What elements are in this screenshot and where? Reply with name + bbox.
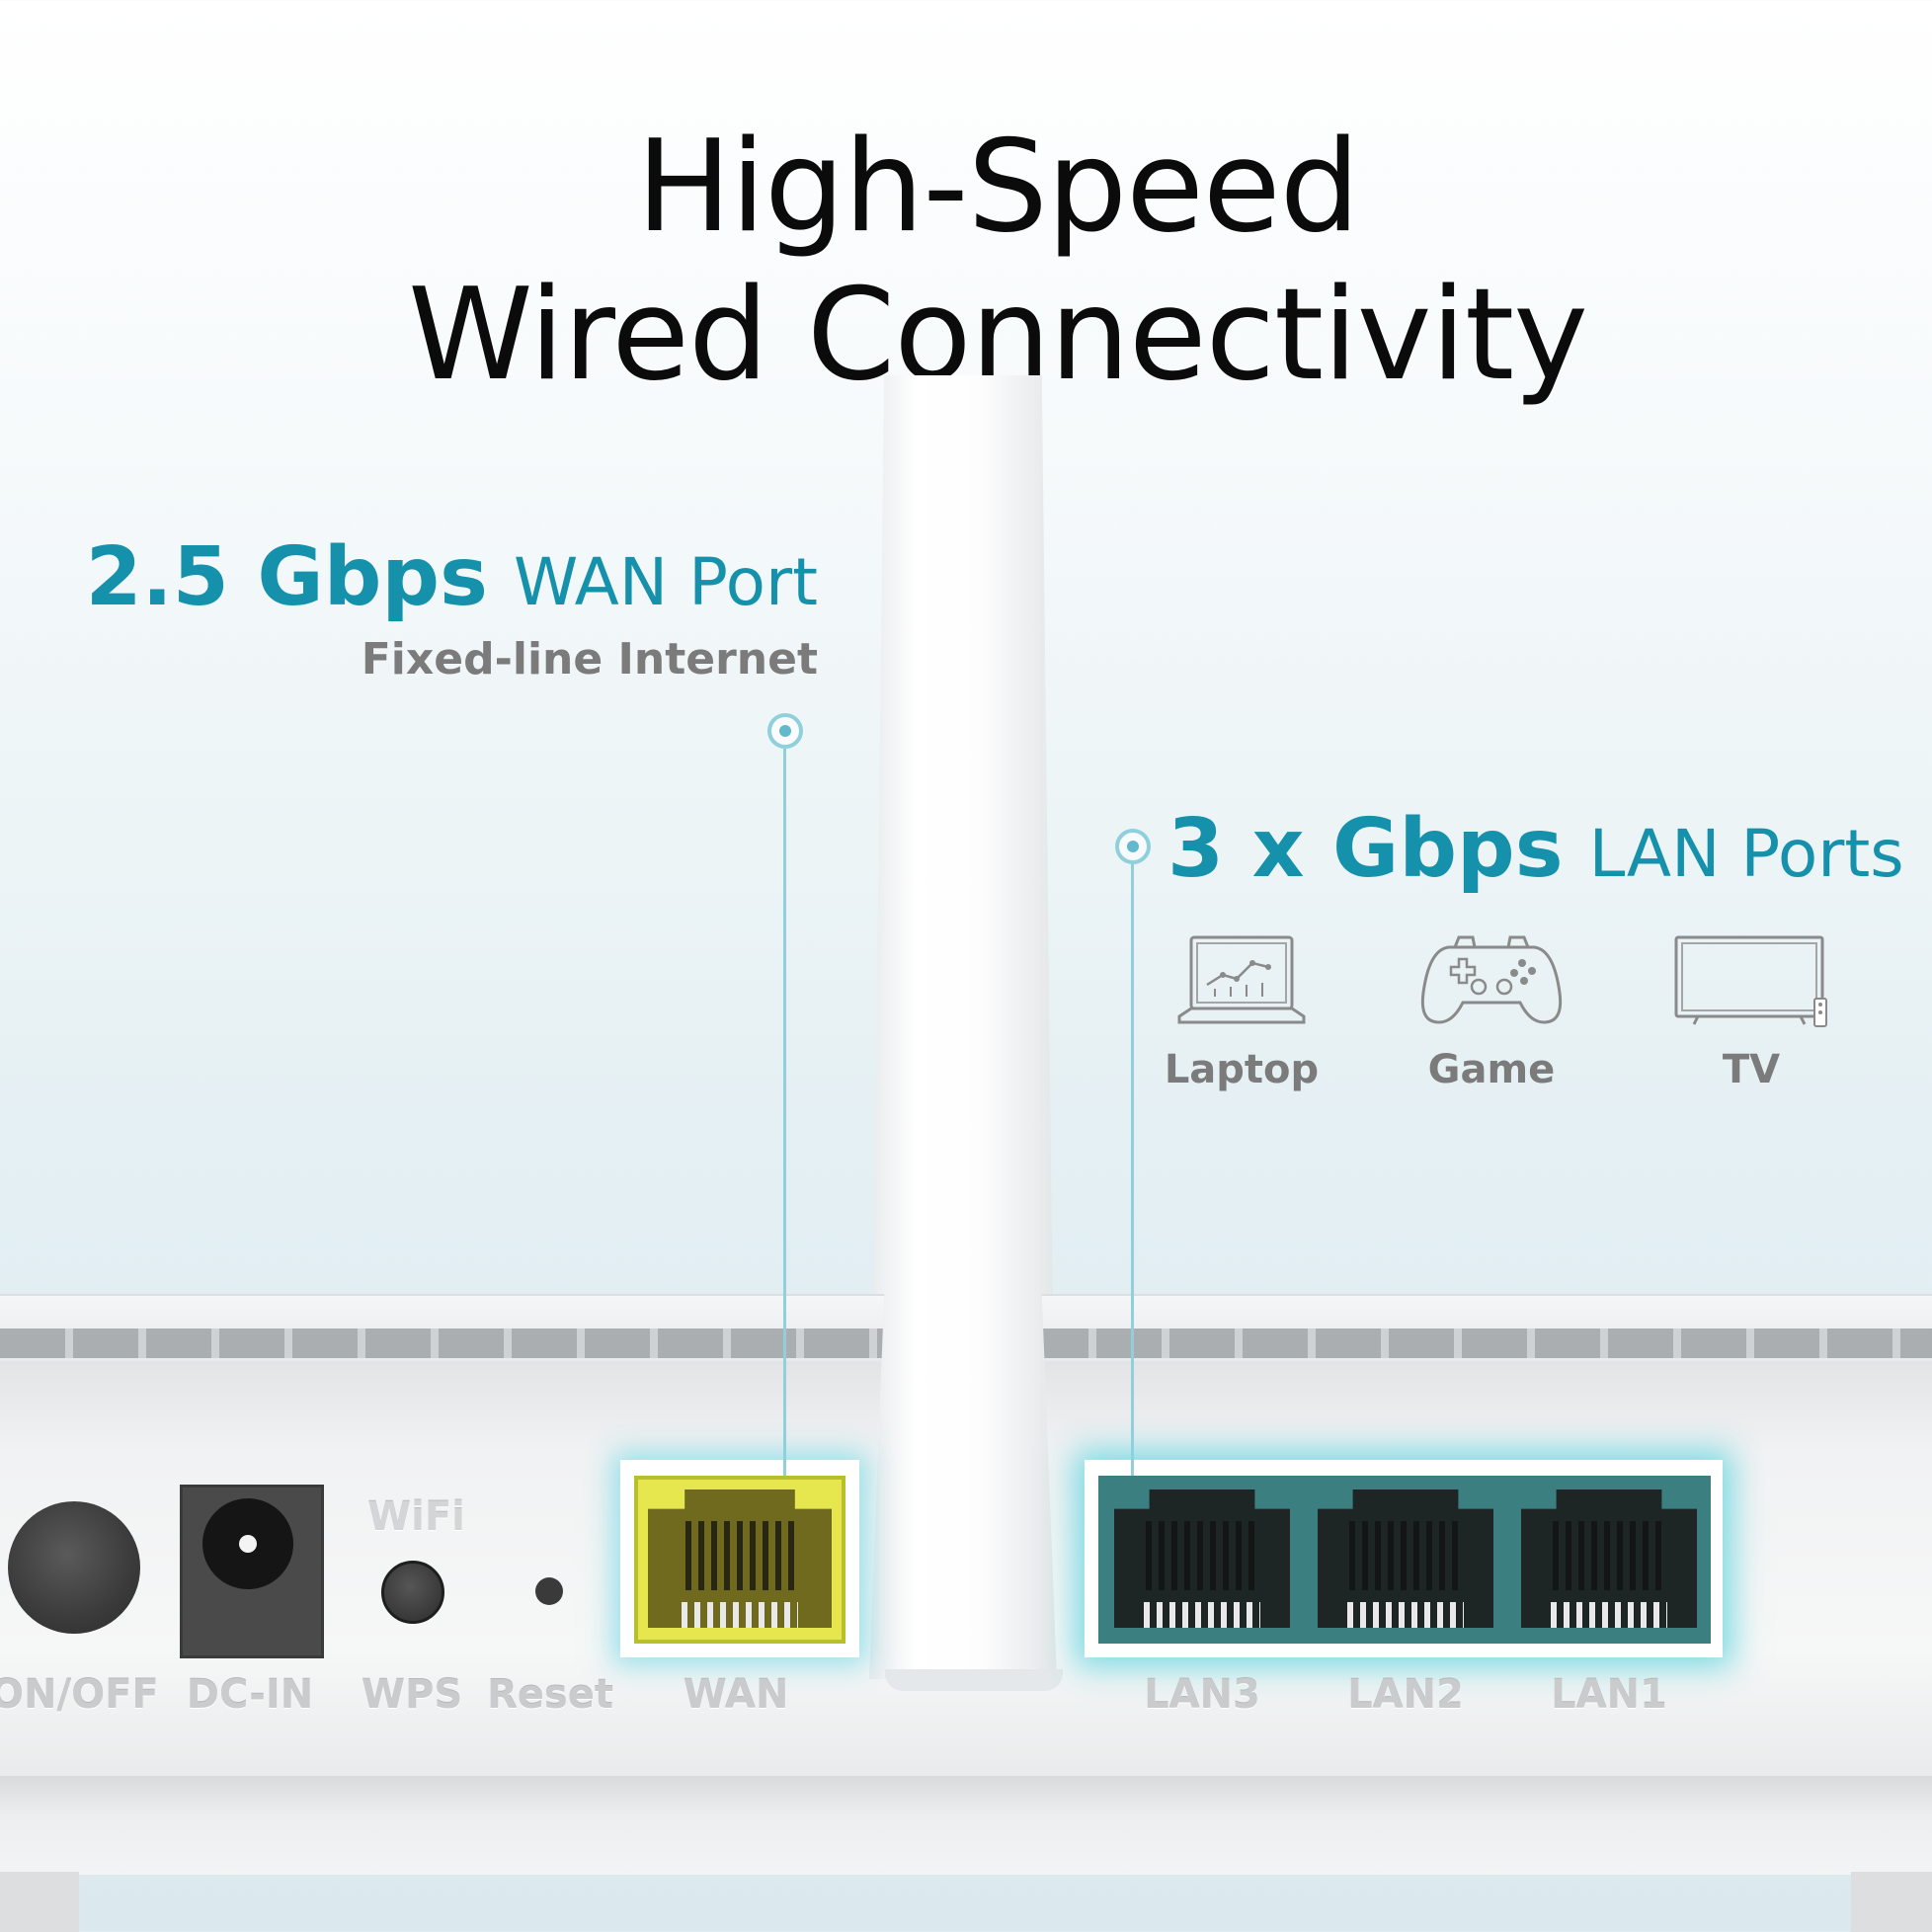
wan-leader-dot	[767, 713, 803, 749]
wan-jack-slots	[685, 1521, 794, 1590]
lan1-jack-pins	[1551, 1602, 1667, 1628]
tv-icon	[1674, 935, 1827, 1027]
antenna-lower	[869, 1294, 1057, 1679]
wan-callout-heading: 2.5 Gbps WAN Port	[86, 528, 818, 632]
reset-label: Reset	[487, 1672, 613, 1718]
wan-subtitle: Fixed-line Internet	[361, 634, 818, 684]
device-tv: TV	[1652, 933, 1850, 1093]
laptop-icon	[1177, 935, 1306, 1024]
antenna-base	[885, 1669, 1063, 1691]
lan1-label: LAN1	[1551, 1672, 1667, 1718]
lan2-jack-pins	[1347, 1602, 1464, 1628]
lan-leader-line	[1131, 864, 1134, 1476]
router-foot-right	[1851, 1872, 1932, 1932]
power-button[interactable]	[8, 1501, 140, 1634]
lan-callout-heading: 3 x Gbps LAN Ports	[1167, 800, 1904, 904]
lan-speed: 3 x Gbps	[1167, 802, 1564, 896]
device-label-laptop: Laptop	[1164, 1047, 1320, 1092]
dc-in-pin	[239, 1535, 257, 1553]
lan-leader-dot	[1115, 829, 1151, 864]
router-foot-left	[0, 1872, 79, 1932]
wan-label: WAN	[683, 1672, 789, 1718]
lan-ports-name: LAN Ports	[1588, 816, 1904, 892]
lan2-jack-slots	[1349, 1521, 1460, 1590]
wan-leader-line	[783, 749, 786, 1476]
wps-button[interactable]	[381, 1561, 444, 1624]
wan-speed: 2.5 Gbps	[85, 530, 488, 624]
wifi-label: WiFi	[367, 1494, 465, 1540]
wps-label: WPS	[361, 1672, 463, 1718]
device-label-game: Game	[1427, 1047, 1556, 1092]
headline-line-1: High-Speed	[636, 114, 1360, 261]
router-base	[0, 1776, 1932, 1875]
wan-jack-pins	[682, 1602, 798, 1628]
reset-button[interactable]	[535, 1577, 563, 1605]
device-label-tv: TV	[1722, 1047, 1781, 1092]
lan3-jack-pins	[1144, 1602, 1260, 1628]
onoff-label: ON/OFF	[0, 1672, 159, 1718]
wan-port-name: WAN Port	[514, 544, 818, 620]
gamepad-icon	[1420, 935, 1563, 1024]
device-game: Game	[1393, 933, 1590, 1093]
lan3-label: LAN3	[1144, 1672, 1260, 1718]
dcin-label: DC-IN	[186, 1672, 314, 1718]
device-laptop: Laptop	[1143, 933, 1340, 1093]
lan1-jack-slots	[1553, 1521, 1663, 1590]
lan3-jack-slots	[1146, 1521, 1256, 1590]
lan2-label: LAN2	[1347, 1672, 1464, 1718]
